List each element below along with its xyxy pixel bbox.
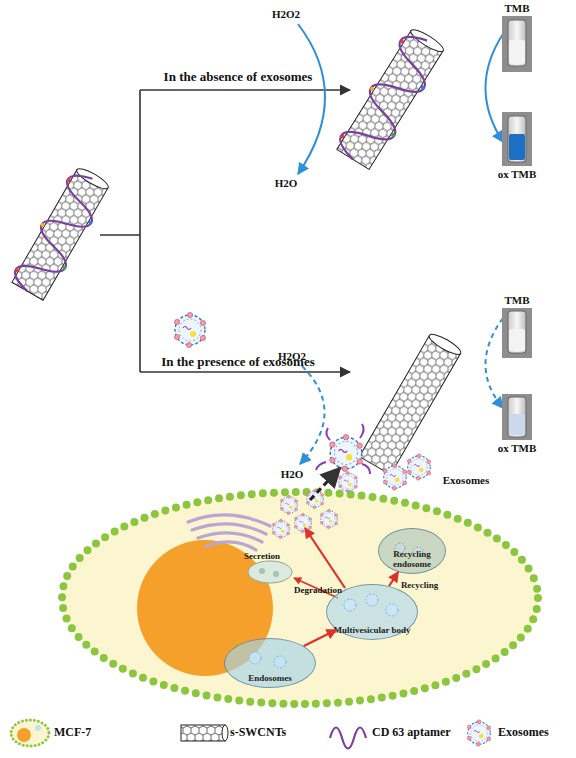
legend-tube-icon xyxy=(181,725,228,741)
pathway-label: Degradation xyxy=(294,586,342,596)
weak-catalysis-arrows xyxy=(300,318,503,464)
exosome-label: Exosomes xyxy=(443,474,489,486)
reagent-label: TMB xyxy=(504,294,529,306)
pathway-connector xyxy=(389,572,398,586)
legend-aptamer-icon xyxy=(330,728,366,749)
catalysis-arrows xyxy=(298,24,503,174)
product-label: ox TMB xyxy=(498,442,537,454)
bare-nanotube xyxy=(359,331,463,475)
exosome-icon xyxy=(407,454,430,480)
compartment-blob: Endosomes xyxy=(224,638,316,688)
reagent-label: H2O2 xyxy=(272,8,300,20)
captured-exosome xyxy=(316,424,370,474)
legend-text: MCF-7 xyxy=(54,725,91,740)
tmb-vial xyxy=(502,308,532,358)
aptamer-nanotube xyxy=(333,24,449,171)
compartment-blob: Recycling endosome xyxy=(378,528,446,574)
product-label: H2O xyxy=(281,468,304,480)
reagent-label: H2O2 xyxy=(278,350,306,362)
compartment-label: Endosomes xyxy=(248,674,292,683)
release-arrow xyxy=(310,468,340,500)
compartment-label: Multivesicular body xyxy=(333,626,410,635)
legend-text: CD 63 aptamer xyxy=(372,725,451,740)
reagent-label: TMB xyxy=(504,2,529,14)
compartment-label: Recycling endosome xyxy=(383,550,441,569)
product-label: ox TMB xyxy=(498,168,537,180)
oxtmb-vial-pale xyxy=(502,394,532,440)
branch-lines xyxy=(100,90,350,372)
legend-text: s-SWCNTs xyxy=(230,725,286,740)
aptamer-nanotube xyxy=(8,163,114,302)
legend-exosome-icon xyxy=(467,720,490,746)
pathway-arrows xyxy=(294,528,345,598)
product-label: H2O xyxy=(275,177,298,189)
legend-cell-icon xyxy=(11,720,49,746)
pathway-connector xyxy=(304,630,337,646)
exosome-icon xyxy=(174,312,205,347)
legend-text: Exosomes xyxy=(498,725,549,740)
connector-label: Recycling xyxy=(401,580,439,590)
tmb-vial xyxy=(502,16,532,72)
exosome-icon xyxy=(383,464,406,490)
mcf7-cell xyxy=(62,492,538,704)
pathway-label: Secretion xyxy=(244,552,280,562)
branch-label: In the absence of exosomes xyxy=(164,70,313,84)
oxtmb-vial-blue xyxy=(502,112,532,166)
secreted-exosomes xyxy=(272,471,357,538)
